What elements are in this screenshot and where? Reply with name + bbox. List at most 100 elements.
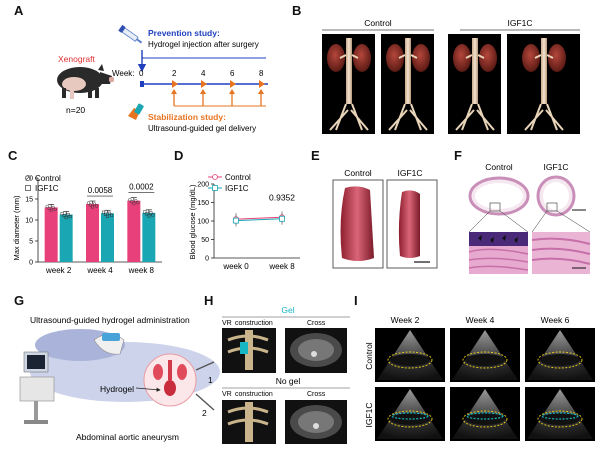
c-point: [60, 211, 64, 216]
c-point: [86, 201, 91, 205]
f-igf1c-label: IGF1C: [543, 162, 568, 172]
c-point: [134, 199, 138, 203]
g-title: Ultrasound-guided hydrogel administratio…: [30, 315, 190, 325]
legend-d-igf1c: IGF1C: [225, 184, 249, 193]
b-control-label: Control: [364, 18, 392, 28]
legend-c-igf1c: IGF1C: [35, 184, 59, 193]
e-igf1c-label: IGF1C: [397, 168, 422, 178]
stabilization-desc: Ultrasound-guided gel delivery: [148, 124, 256, 133]
c-ytick-label: 15: [25, 197, 33, 204]
stabilization-title: Stabilization study:: [148, 112, 226, 122]
h-vr-1: VR: [222, 320, 232, 327]
c-point: [88, 203, 93, 207]
gel-outline: [466, 412, 504, 420]
c-point: [136, 201, 140, 205]
c-point: [92, 202, 97, 206]
c-xtick-label: week 4: [86, 266, 113, 275]
panel-label-c: C: [8, 148, 18, 163]
c-point: [109, 213, 114, 217]
syringe-icon: [118, 24, 143, 44]
c-xtick-label: week 2: [45, 266, 72, 275]
c-pvalue: 0.0002: [129, 183, 154, 192]
aorta-outline: [387, 410, 433, 428]
d-pvalue: 0.9352: [269, 193, 295, 203]
panel-a: Xenograft n=20 Prevention study: Hydroge…: [57, 24, 268, 133]
c-point: [132, 202, 136, 206]
panel-b: Control IGF1C: [322, 18, 580, 134]
c-bar-igf1c-2: [101, 213, 114, 262]
c-bar-control-1: [44, 207, 58, 262]
d-ytick-label: 200: [197, 182, 209, 189]
h-vr-2: VR: [222, 391, 232, 398]
c-point: [143, 210, 147, 214]
aorta-lumen: [465, 354, 505, 366]
prevention-title: Prevention study:: [148, 28, 220, 38]
panel-e: Control IGF1C: [332, 168, 438, 269]
chart-d-ylabel: Blood glucose (mg/dL): [188, 184, 197, 260]
c-point: [103, 212, 108, 216]
aorta-lumen: [390, 354, 430, 366]
gel-outline: [391, 412, 429, 420]
h-cross-1: Cross: [307, 320, 326, 327]
c-point: [151, 213, 155, 217]
legend-c-control: Control: [35, 174, 61, 183]
c-point: [62, 213, 66, 218]
aorta-lumen: [540, 354, 580, 366]
prevention-desc: Hydrogel injection after surgery: [148, 40, 259, 49]
g-label-2: 2: [202, 408, 207, 418]
hydrogel-label: Hydrogel: [100, 384, 134, 394]
week-label: Week:: [112, 69, 135, 78]
g-label-1: 1: [208, 375, 213, 385]
c-point: [147, 214, 151, 218]
i-week-4: Week 4: [466, 315, 495, 325]
ultrasound-machine-icon: [19, 351, 55, 424]
pig-icon: [57, 64, 114, 99]
e-control-label: Control: [344, 168, 372, 178]
aaa-label: Abdominal aortic aneurysm: [76, 432, 179, 442]
c-point: [90, 205, 95, 209]
h-recon-2: construction: [235, 391, 273, 398]
panel-label-f: F: [454, 148, 462, 163]
panel-g: Ultrasound-guided hydrogel administratio…: [19, 315, 220, 442]
aorta-outline: [462, 351, 508, 369]
i-week-6: Week 6: [541, 315, 570, 325]
chart-c-ylabel: Max diameter (mm): [12, 195, 21, 261]
c-point: [45, 204, 49, 209]
c-point: [105, 214, 110, 218]
c-point: [64, 215, 68, 220]
c-point: [51, 205, 55, 210]
week-8: 8: [259, 69, 264, 78]
c-point: [66, 212, 70, 217]
d-point-igf1c: [279, 215, 285, 222]
h-gel-label: Gel: [281, 305, 294, 315]
c-point: [128, 198, 132, 202]
legend-d-control: Control: [225, 173, 251, 182]
aorta-outline: [462, 410, 508, 428]
c-ytick-label: 5: [29, 239, 33, 246]
panel-label-e: E: [311, 148, 320, 163]
aorta-outline: [387, 351, 433, 369]
h-cross-2: Cross: [307, 391, 326, 398]
d-xtick-label: week 0: [222, 262, 249, 271]
aorta-outline: [537, 351, 583, 369]
i-row-igf1c: IGF1C: [364, 402, 374, 427]
c-point: [149, 211, 153, 215]
c-point: [101, 210, 106, 214]
d-ytick-label: 50: [201, 237, 209, 244]
week-4: 4: [201, 69, 206, 78]
panel-label-d: D: [174, 148, 183, 163]
c-point: [53, 207, 57, 212]
hand-probe-icon: [93, 333, 125, 355]
c-bar-control-3: [127, 200, 141, 262]
panel-label-a: A: [14, 3, 24, 18]
c-point: [130, 200, 134, 204]
c-point: [49, 208, 53, 213]
panel-i: Week 2 Week 4 Week 6 Control IGF1C: [364, 315, 595, 441]
aorta-specimen-control: [340, 186, 374, 261]
c-ytick-label: 0: [29, 260, 33, 267]
d-ytick-label: 150: [197, 200, 209, 207]
panel-f: Control IGF1C: [468, 162, 591, 274]
probe-icon: [128, 103, 144, 120]
